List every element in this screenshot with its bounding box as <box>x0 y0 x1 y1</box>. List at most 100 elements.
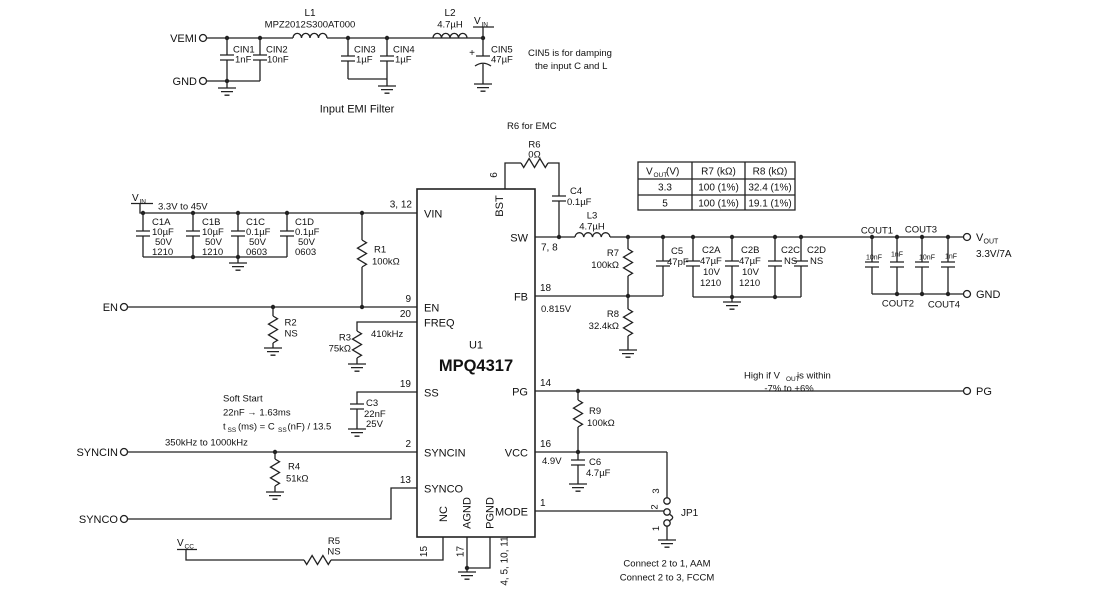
pin-number-fb: 18 <box>540 283 552 294</box>
label-vcc-supply-sub: CC <box>185 544 195 551</box>
label-r9: R9 <box>589 406 601 417</box>
label-r8-value: 32.4kΩ <box>589 321 619 332</box>
pin-number-vcc: 16 <box>540 439 552 450</box>
label-c6: C6 <box>589 457 601 468</box>
formula-mid: (ms) = C <box>238 422 275 433</box>
label-c1b-value: 10µF <box>202 227 224 238</box>
wires-output <box>535 232 964 350</box>
label-c2b-value: 47µF <box>739 256 761 267</box>
note-pg-1b-sub: OUT <box>786 376 800 383</box>
terminal-vemi <box>198 33 208 43</box>
label-freq-value: 410kHz <box>371 329 403 340</box>
table-header-vout-sub: OUT <box>654 172 668 179</box>
value-fb-voltage: 0.815V <box>541 304 572 315</box>
note-cin5-damping-1: CIN5 is for damping <box>528 48 612 59</box>
label-c2a-voltage: 10V <box>703 267 721 278</box>
wires-pg-vcc-mode <box>535 390 964 540</box>
label-sync-range: 350kHz to 1000kHz <box>165 438 248 449</box>
capacitor-cin5-symbol <box>474 55 492 67</box>
label-vcc-supply: V <box>177 538 184 549</box>
pin-number-synco: 13 <box>400 475 412 486</box>
label-c1d-value: 0.1µF <box>295 227 320 238</box>
label-vin-top: V <box>474 16 481 27</box>
label-l2-value: 4.7µH <box>437 20 463 31</box>
label-r6: R6 <box>528 140 540 151</box>
label-c3: C3 <box>366 398 378 409</box>
label-l3-value: 4.7µH <box>579 222 605 233</box>
label-c1c: C1C <box>246 217 265 228</box>
label-c2d-value: NS <box>810 256 823 267</box>
pin-label-sw: SW <box>510 233 528 245</box>
label-c1c-package: 0603 <box>246 247 267 258</box>
label-l1-part: MPZ2012S300AT000 <box>265 20 356 31</box>
table-header-r7: R7 (kΩ) <box>701 167 736 178</box>
label-c2b: C2B <box>741 245 759 256</box>
label-c2b-voltage: 10V <box>742 267 760 278</box>
pin-label-bst: BST <box>494 195 506 217</box>
terminal-synco <box>119 514 129 524</box>
pin-number-bst: 6 <box>489 172 500 178</box>
pin-number-nc: 15 <box>419 546 430 558</box>
label-cin1: CIN1 <box>233 45 255 56</box>
label-cout2-value: 1nF <box>891 252 903 259</box>
label-cin2: CIN2 <box>266 45 288 56</box>
terminal-label-en: EN <box>103 302 118 314</box>
label-r5: R5 <box>328 536 340 547</box>
label-c2a: C2A <box>702 245 721 256</box>
label-cout1: COUT1 <box>861 226 893 237</box>
label-c1d-package: 0603 <box>295 247 316 258</box>
label-cin5-value: 47µF <box>491 55 513 66</box>
label-c2b-package: 1210 <box>739 278 760 289</box>
pin-label-pg: PG <box>512 387 528 399</box>
label-r1-value: 100kΩ <box>372 257 400 268</box>
label-vin-range: 3.3V to 45V <box>158 202 208 213</box>
terminal-syncin <box>119 447 129 457</box>
junction-dots <box>140 35 951 571</box>
label-c4: C4 <box>570 186 582 197</box>
io-terminals <box>119 33 972 524</box>
terminal-vout <box>962 232 972 242</box>
table-cell-r7-33: 100 (1%) <box>698 183 739 194</box>
inductor-l2-symbol <box>432 32 468 39</box>
formula-c-sub: SS <box>278 427 287 434</box>
pin-number-pgnd: 4, 5, 10, 11 <box>500 536 511 586</box>
label-cout4-value: 1nF <box>945 254 957 261</box>
label-l1: L1 <box>304 8 316 19</box>
terminal-label-syncin: SYNCIN <box>76 447 118 459</box>
table-header-r8: R8 (kΩ) <box>753 167 788 178</box>
label-cin4: CIN4 <box>393 45 415 56</box>
table-cell-vout-33: 3.3 <box>658 183 672 194</box>
table-cell-r8-5: 19.1 (1%) <box>748 199 791 210</box>
note-jp1-fccm: Connect 2 to 3, FCCM <box>620 573 715 584</box>
label-cin1-value: 1nF <box>235 55 252 66</box>
label-r7-value: 100kΩ <box>591 260 619 271</box>
label-jp1-pin3: 3 <box>651 488 662 493</box>
jp1-header <box>663 497 671 527</box>
value-vcc-voltage: 4.9V <box>542 456 562 467</box>
terminal-gnd-out <box>962 289 972 299</box>
label-jp1: JP1 <box>681 508 699 519</box>
label-c1c-voltage: 50V <box>249 237 267 248</box>
pin-number-mode: 1 <box>540 498 546 509</box>
pin-label-vin: VIN <box>424 209 442 221</box>
label-r3-value: 75kΩ <box>329 344 351 355</box>
note-jp1-aam: Connect 2 to 1, AAM <box>623 559 710 570</box>
label-c2a-value: 47µF <box>700 256 722 267</box>
wires-emi-filter <box>206 26 494 88</box>
label-c3-value: 22nF <box>364 409 386 420</box>
label-c1a-package: 1210 <box>152 247 173 258</box>
pin-label-agnd: AGND <box>462 497 474 529</box>
label-c1a-value: 10µF <box>152 227 174 238</box>
pin-number-pg: 14 <box>540 378 552 389</box>
label-r1: R1 <box>374 245 386 256</box>
label-jp1-pin2: 2 <box>650 504 661 509</box>
note-pg-2: -7% to +6% <box>764 384 814 395</box>
label-c4-value: 0.1µF <box>567 197 592 208</box>
label-r9-value: 100kΩ <box>587 418 615 429</box>
label-cin5-plus: + <box>469 48 475 59</box>
label-r7: R7 <box>607 248 619 259</box>
pin-label-nc: NC <box>438 506 450 522</box>
table-cell-r8-33: 32.4 (1%) <box>748 183 791 194</box>
pin-label-ss: SS <box>424 388 439 400</box>
table-header-vout: V <box>646 167 653 178</box>
